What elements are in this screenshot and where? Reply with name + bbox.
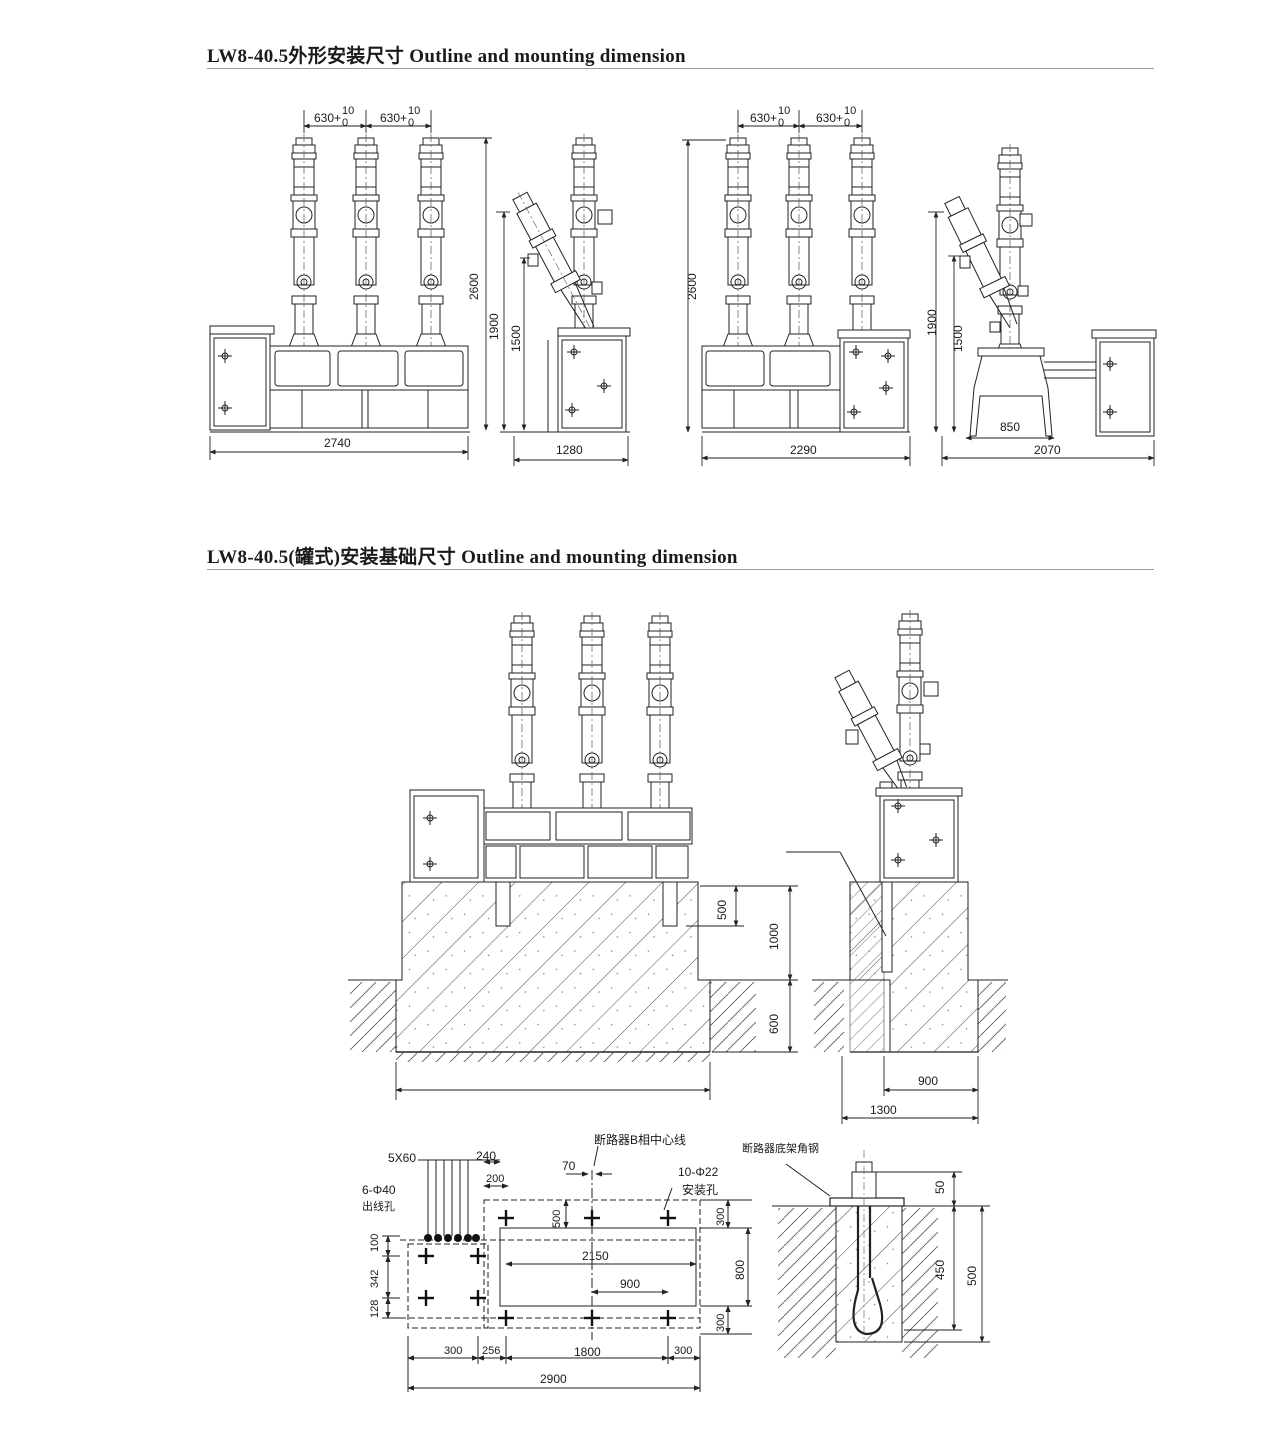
dim-200: 200	[486, 1173, 504, 1185]
dim-300-top: 300	[715, 1208, 727, 1226]
svg-text:0: 0	[778, 117, 784, 129]
foundation-side	[786, 609, 1008, 1053]
dim-500-plan: 500	[551, 1210, 563, 1228]
dim-1000: 1000	[767, 923, 781, 950]
svg-text:10: 10	[342, 105, 354, 117]
dim-1900-b: 1900	[925, 309, 939, 336]
section2-title: LW8-40.5(罐式)安装基础尺寸 Outline and mounting …	[207, 547, 738, 568]
mount-holes: 10-Φ22	[678, 1165, 719, 1179]
dim-2150: 2150	[582, 1249, 609, 1263]
dim-128: 128	[369, 1300, 381, 1318]
dim-900-f: 900	[918, 1074, 938, 1088]
dim-b300a: 300	[444, 1345, 462, 1357]
dim-100: 100	[369, 1234, 381, 1252]
dim-240: 240	[476, 1149, 496, 1163]
dims-foundation-front	[395, 885, 798, 1100]
dims-front-2	[682, 110, 911, 466]
dim-900-plan: 900	[620, 1277, 640, 1291]
svg-text:0: 0	[342, 117, 348, 129]
dim-b256: 256	[482, 1345, 500, 1357]
dim-500-f: 500	[715, 900, 729, 920]
dim-2070: 2070	[1034, 443, 1061, 457]
dim-70: 70	[562, 1159, 576, 1173]
section1-title: LW8-40.5外形安装尺寸 Outline and mounting dime…	[207, 46, 686, 67]
plan-view	[382, 1145, 752, 1392]
anchor-bolt	[772, 1150, 942, 1358]
front-view-2	[701, 133, 911, 433]
dim-2600-b: 2600	[685, 273, 699, 300]
dim-2900: 2900	[540, 1372, 567, 1386]
dim-b300b: 300	[674, 1345, 692, 1357]
svg-text:0: 0	[844, 117, 850, 129]
dim-5x60: 5X60	[388, 1151, 416, 1165]
dim-1280: 1280	[556, 443, 583, 457]
dim-1300: 1300	[870, 1103, 897, 1117]
mount-hole-label: 安装孔	[682, 1182, 718, 1197]
cable-holes: 6-Φ40	[362, 1183, 396, 1197]
section2-rule	[207, 569, 1154, 570]
dim-50: 50	[933, 1180, 947, 1194]
dim-800: 800	[733, 1260, 747, 1280]
svg-text:10: 10	[778, 105, 790, 117]
svg-text:10: 10	[844, 105, 856, 117]
dim-1500-b: 1500	[951, 325, 965, 352]
dim-450: 450	[933, 1260, 947, 1280]
dim-850: 850	[1000, 420, 1020, 434]
dim-2740: 2740	[324, 436, 351, 450]
dim-b1800: 1800	[574, 1345, 601, 1359]
dims-anchor	[876, 1171, 990, 1343]
bolt-label: 断路器底架角钢	[742, 1141, 819, 1155]
dim-630d: 630+	[816, 111, 843, 125]
dim-1500-a: 1500	[509, 325, 523, 352]
dim-2600-a: 2600	[467, 273, 481, 300]
dim-630c: 630+	[750, 111, 777, 125]
dim-300-bot: 300	[715, 1314, 727, 1332]
dim-342: 342	[369, 1270, 381, 1288]
dim-630b: 630+	[380, 111, 407, 125]
dim-500-bolt: 500	[965, 1266, 979, 1286]
svg-text:10: 10	[408, 105, 420, 117]
dim-630a: 630+	[314, 111, 341, 125]
svg-text:0: 0	[408, 117, 414, 129]
plan-labels: 5X60 240 200 70 6-Φ40 出线孔 断路器B相中心线 10-Φ2…	[362, 1132, 747, 1386]
side-view-1	[500, 133, 631, 433]
dims-side-2	[928, 211, 1155, 466]
front-view-1	[209, 133, 470, 433]
dim-600: 600	[767, 1014, 781, 1034]
dims-foundation-side	[841, 1056, 979, 1124]
section1-rule	[207, 68, 1154, 69]
foundation-front	[348, 611, 760, 1062]
dim-text-front-1: 630+ 10 0 630+ 10 0 2740 2600	[314, 105, 481, 450]
cable-hole-label: 出线孔	[362, 1199, 395, 1213]
dims-side-1	[496, 211, 629, 466]
dims-front-1	[209, 110, 492, 460]
side-view-2	[944, 143, 1157, 437]
dim-1900-a: 1900	[487, 313, 501, 340]
center-line-label: 断路器B相中心线	[594, 1132, 686, 1147]
dim-2290: 2290	[790, 443, 817, 457]
